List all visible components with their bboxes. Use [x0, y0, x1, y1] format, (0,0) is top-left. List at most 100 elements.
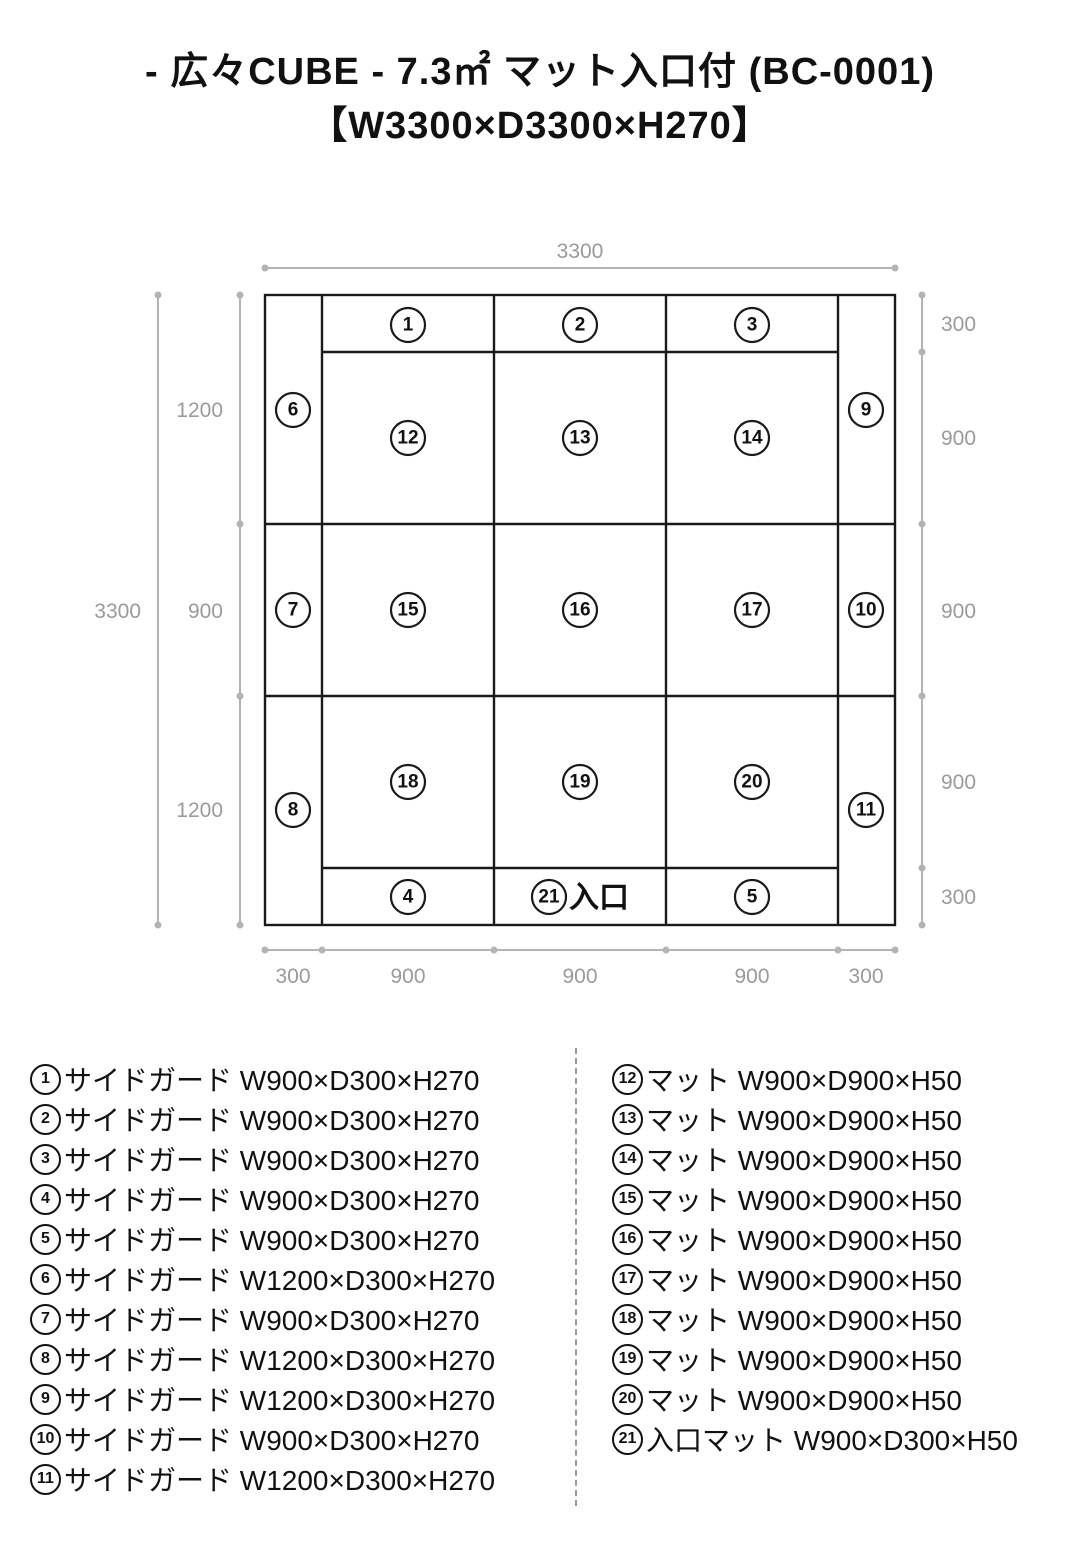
dim-label: 300 [848, 965, 883, 988]
number-circle [733, 306, 771, 344]
mat-label-14: 14 [733, 419, 771, 457]
dim-tick [918, 864, 926, 872]
mat-label-19: 19 [561, 763, 599, 801]
dim-label: 900 [941, 600, 976, 623]
legend-item-7: 7 サイドガード W900×D300×H270 [30, 1299, 495, 1339]
dim-tick [834, 946, 842, 954]
number-circle [389, 419, 427, 457]
legend-item-14: 14 マット W900×D900×H50 [612, 1139, 1018, 1179]
dim-label: 3300 [94, 600, 141, 623]
dim-tick [261, 946, 269, 954]
dim-label: 900 [734, 965, 769, 988]
number-text: 18 [397, 772, 418, 793]
number-circle [389, 306, 427, 344]
dim-tick [261, 264, 269, 272]
dim-label: 900 [562, 965, 597, 988]
item-label: サイドガード W1200×D300×H270 [64, 1465, 496, 1496]
number-circle [847, 391, 885, 429]
dim-label: 300 [275, 965, 310, 988]
dim-tick [236, 921, 244, 929]
number-circle [847, 791, 885, 829]
dim-label: 3300 [557, 240, 604, 263]
page-title: - 広々CUBE - 7.3㎡ マット入口付 (BC-0001) 【W3300×… [0, 46, 1080, 154]
guard-label-10: 10 [847, 591, 885, 629]
legend-item-8: 8 サイドガード W1200×D300×H270 [30, 1339, 495, 1379]
number-text: 10 [855, 600, 876, 621]
number-circle [561, 763, 599, 801]
number-circle [274, 391, 312, 429]
mat-label-13: 13 [561, 419, 599, 457]
product-overall-dimensions: 【W3300×D3300×H270】 [309, 104, 771, 147]
legend-item-19: 19 マット W900×D900×H50 [612, 1339, 1018, 1379]
number-circle [561, 306, 599, 344]
legend-item-18: 18 マット W900×D900×H50 [612, 1299, 1018, 1339]
dim-label: 1200 [176, 799, 223, 822]
legend-item-3: 3 サイドガード W900×D300×H270 [30, 1139, 495, 1179]
number-text: 17 [741, 600, 762, 621]
number-text: 6 [288, 400, 299, 421]
item-label: サイドガード W1200×D300×H270 [64, 1385, 496, 1416]
mat-label-18: 18 [389, 763, 427, 801]
dim-tick [154, 291, 162, 299]
number-text: 11 [856, 800, 877, 821]
plan-outer-border [263, 293, 897, 927]
dim-tick [918, 348, 926, 356]
dim-tick [918, 921, 926, 929]
number-circle [389, 591, 427, 629]
number-text: 7 [288, 600, 299, 621]
item-label: マット W900×D900×H50 [646, 1185, 962, 1216]
item-number-circle: 8 [30, 1343, 61, 1375]
item-label: サイドガード W900×D300×H270 [64, 1065, 480, 1096]
number-circle [274, 791, 312, 829]
number-circle [389, 878, 427, 916]
mat-label-17: 17 [733, 591, 771, 629]
entrance-label-21: 21 入口 [530, 878, 629, 916]
item-number-circle: 10 [30, 1423, 61, 1455]
legend-item-13: 13 マット W900×D900×H50 [612, 1099, 1018, 1139]
number-text: 19 [569, 772, 590, 793]
mat-label-15: 15 [389, 591, 427, 629]
item-number-circle: 9 [30, 1383, 61, 1415]
guard-label-2: 2 [561, 306, 599, 344]
entrance-text: 入口 [569, 882, 629, 915]
legend-item-4: 4 サイドガード W900×D300×H270 [30, 1179, 495, 1219]
dim-label: 900 [390, 965, 425, 988]
number-text: 21 [538, 887, 560, 908]
dim-left-outer: 3300 [94, 291, 162, 929]
number-circle [530, 878, 568, 916]
legend-item-2: 2 サイドガード W900×D300×H270 [30, 1099, 495, 1139]
dim-label: 900 [941, 427, 976, 450]
item-number-circle: 20 [612, 1383, 643, 1415]
guard-label-6: 6 [274, 391, 312, 429]
dim-label: 1200 [176, 399, 223, 422]
item-label: マット W900×D900×H50 [646, 1305, 962, 1336]
legend-item-1: 1 サイドガード W900×D300×H270 [30, 1059, 495, 1099]
number-circle [561, 591, 599, 629]
item-label: サイドガード W900×D300×H270 [64, 1305, 480, 1336]
item-number-circle: 18 [612, 1303, 643, 1335]
mat-label-16: 16 [561, 591, 599, 629]
dim-tick [891, 946, 899, 954]
item-label: サイドガード W900×D300×H270 [64, 1185, 480, 1216]
number-circle [847, 591, 885, 629]
mat-label-20: 20 [733, 763, 771, 801]
item-number-circle: 14 [612, 1143, 643, 1175]
legend-item-20: 20 マット W900×D900×H50 [612, 1379, 1018, 1419]
guard-label-4: 4 [389, 878, 427, 916]
dim-top: 3300 [261, 240, 899, 272]
item-label: マット W900×D900×H50 [646, 1105, 962, 1136]
number-text: 5 [747, 887, 758, 908]
item-number-circle: 5 [30, 1223, 61, 1255]
legend-item-21: 21 入口マット W900×D300×H50 [612, 1419, 1018, 1459]
legend-item-16: 16 マット W900×D900×H50 [612, 1219, 1018, 1259]
item-number-circle: 11 [30, 1463, 61, 1495]
number-circle [389, 763, 427, 801]
item-number-circle: 3 [30, 1143, 61, 1175]
item-number-circle: 4 [30, 1183, 61, 1215]
item-number-circle: 17 [612, 1263, 643, 1295]
number-circle [733, 763, 771, 801]
number-circle [733, 878, 771, 916]
item-number-circle: 21 [612, 1423, 643, 1455]
product-title: - 広々CUBE - 7.3㎡ マット入口付 (BC-0001) [145, 51, 935, 93]
number-circle [561, 419, 599, 457]
